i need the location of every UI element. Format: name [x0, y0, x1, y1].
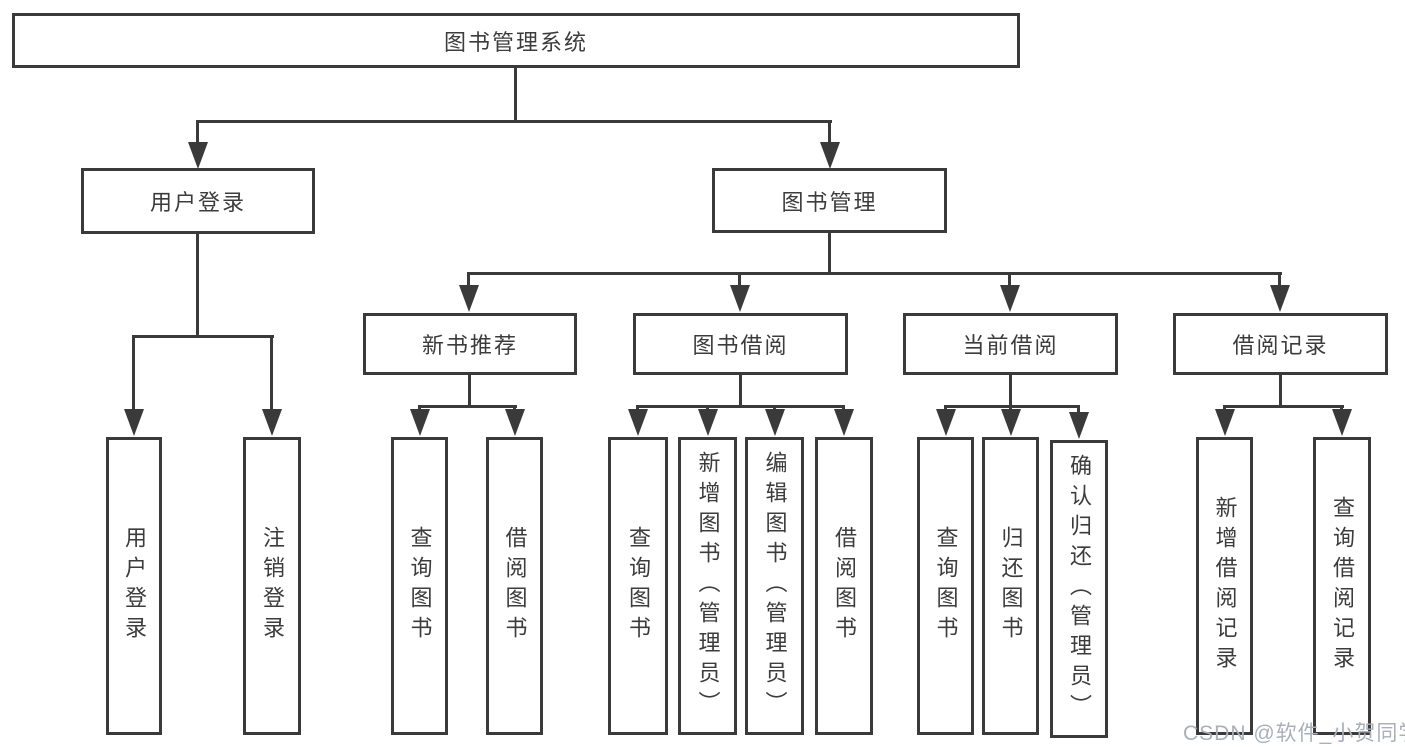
connector-line	[132, 335, 135, 413]
leaf-confirm-return-admin: 确认归还（管理员）	[1050, 440, 1108, 738]
connector-line	[828, 233, 831, 275]
connector-line	[1008, 272, 1011, 290]
connector-line	[636, 405, 845, 408]
leaf-add-books-admin: 新增图书（管理员）	[678, 437, 737, 735]
leaf-query-books-2: 查询图书	[608, 437, 668, 735]
leaf-user-login: 用户登录	[106, 437, 162, 735]
connector-line	[1077, 405, 1080, 415]
node-user-login: 用户登录	[81, 168, 315, 234]
connector-line	[514, 68, 517, 123]
connector-line	[196, 120, 832, 123]
arrowhead-down-icon	[1270, 285, 1290, 312]
arrowhead-down-icon	[765, 409, 785, 436]
arrowhead-down-icon	[1001, 409, 1021, 436]
leaf-query-books-3: 查询图书	[917, 437, 974, 735]
connector-line	[1009, 375, 1012, 408]
csdn-watermark: CSDN @软件_小贺同学	[1183, 722, 1405, 745]
node-book-management: 图书管理	[712, 168, 947, 233]
node-borrowing-records: 借阅记录	[1173, 313, 1388, 375]
connector-line	[944, 405, 1080, 408]
connector-line	[418, 405, 517, 408]
arrowhead-down-icon	[459, 285, 479, 312]
connector-line	[1223, 405, 1344, 408]
connector-line	[196, 120, 199, 146]
leaf-add-borrow-record: 新增借阅记录	[1196, 437, 1253, 735]
connector-line	[1278, 272, 1281, 290]
node-book-borrowing: 图书借阅	[633, 313, 848, 375]
arrowhead-down-icon	[730, 285, 750, 312]
connector-line	[738, 272, 741, 290]
connector-line	[196, 234, 199, 338]
connector-line	[468, 375, 471, 408]
node-new-book-recommendation: 新书推荐	[363, 313, 577, 375]
connector-line	[1279, 375, 1282, 408]
node-current-borrowing: 当前借阅	[903, 313, 1118, 375]
arrowhead-down-icon	[936, 409, 956, 436]
arrowhead-down-icon	[1215, 409, 1235, 436]
leaf-query-borrow-record: 查询借阅记录	[1313, 437, 1371, 735]
leaf-query-books-1: 查询图书	[391, 437, 448, 735]
leaf-return-books: 归还图书	[982, 437, 1039, 735]
arrowhead-down-icon	[628, 409, 648, 436]
arrowhead-down-icon	[1069, 412, 1089, 439]
arrowhead-down-icon	[124, 409, 144, 436]
connector-line	[467, 272, 1282, 275]
connector-line	[828, 120, 831, 146]
arrowhead-down-icon	[820, 142, 840, 169]
arrowhead-down-icon	[1332, 409, 1352, 436]
leaf-borrow-books-1: 借阅图书	[486, 437, 543, 735]
connector-line	[270, 335, 273, 413]
arrowhead-down-icon	[834, 409, 854, 436]
leaf-logout: 注销登录	[243, 437, 301, 735]
arrowhead-down-icon	[262, 409, 282, 436]
node-library-management-system: 图书管理系统	[12, 13, 1020, 68]
arrowhead-down-icon	[698, 409, 718, 436]
arrowhead-down-icon	[1000, 285, 1020, 312]
connector-line	[132, 335, 274, 338]
arrowhead-down-icon	[505, 409, 525, 436]
leaf-edit-books-admin: 编辑图书（管理员）	[745, 437, 804, 735]
arrowhead-down-icon	[188, 142, 208, 169]
connector-line	[739, 375, 742, 408]
arrowhead-down-icon	[410, 409, 430, 436]
connector-line	[467, 272, 470, 290]
leaf-borrow-books-2: 借阅图书	[815, 437, 873, 735]
